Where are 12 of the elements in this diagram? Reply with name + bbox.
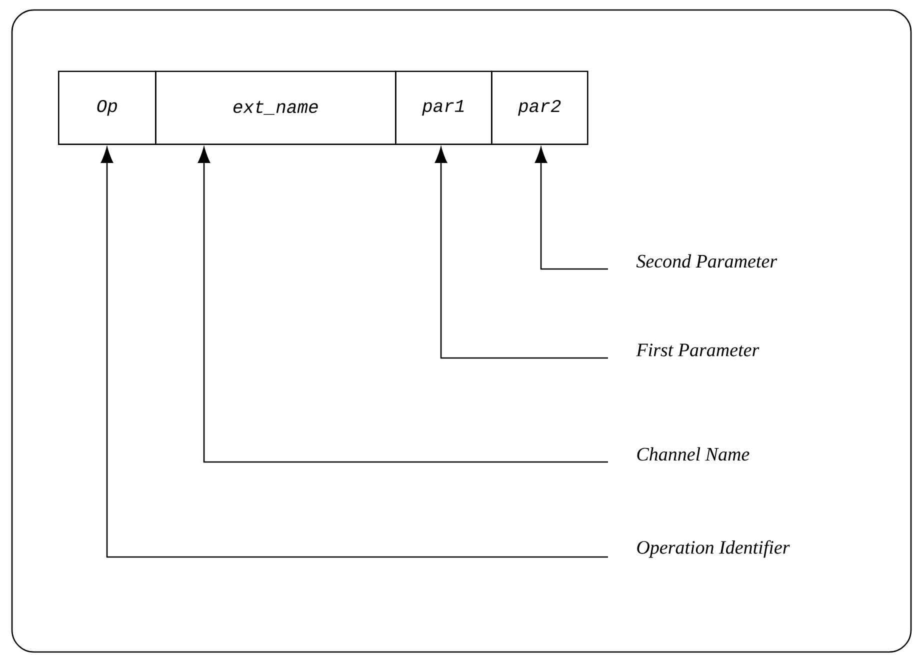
leader-arrow <box>534 147 608 270</box>
field-description: Second Parameter <box>636 254 778 268</box>
field-cell: ext_name <box>155 70 396 145</box>
field-cell: Op <box>58 70 156 145</box>
leader-arrow <box>100 147 608 558</box>
field-description: Operation Identifier <box>637 540 790 558</box>
field-description: First Parameter <box>636 344 760 356</box>
field-cell: par1 <box>395 70 492 145</box>
field-description: Channel Name <box>637 447 750 461</box>
field-cell: par2 <box>491 70 588 145</box>
leader-arrow <box>198 147 608 463</box>
leader-arrow <box>434 147 608 359</box>
